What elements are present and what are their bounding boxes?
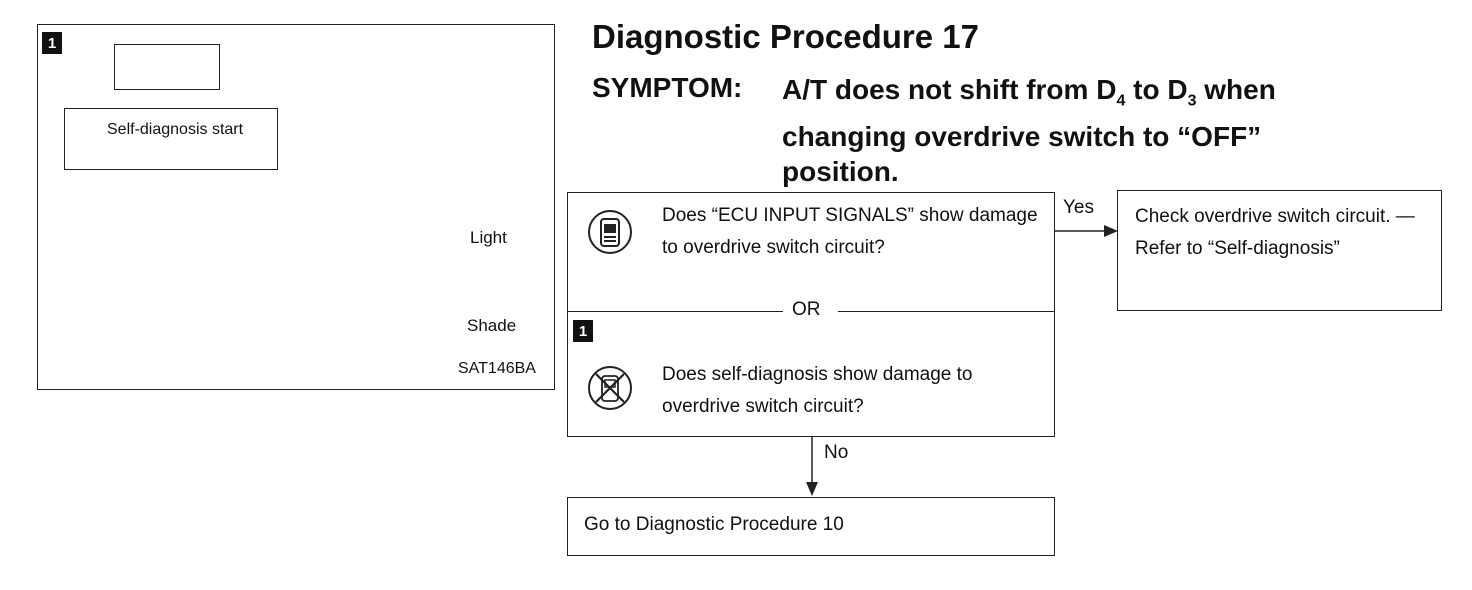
symptom-line1-pre: A/T does not shift from D — [782, 74, 1117, 105]
question-2-text: Does self-diagnosis show damage to overd… — [662, 364, 973, 417]
light-label: Light — [470, 228, 507, 247]
symptom-mid: to D — [1125, 74, 1188, 105]
or-divider-left — [567, 311, 783, 312]
no-result-text: Go to Diagnostic Procedure 10 — [584, 514, 844, 535]
figure-badge: 1 — [42, 32, 62, 54]
yes-result-text: Check overdrive switch circuit. — Refer … — [1135, 206, 1415, 259]
yes-result-box: Check overdrive switch circuit. — Refer … — [1117, 190, 1442, 311]
shade-label: Shade — [467, 316, 517, 335]
no-label: No — [824, 442, 849, 463]
no-tools-icon — [586, 364, 634, 412]
figure-code: SAT146BA — [458, 360, 536, 377]
yes-label: Yes — [1063, 197, 1094, 218]
symptom-sub2: 3 — [1187, 92, 1197, 110]
symptom-sub1: 4 — [1116, 92, 1126, 110]
consult-tester-icon — [586, 208, 634, 256]
page-title: Diagnostic Procedure 17 — [592, 18, 979, 55]
indicator-lamp-box — [114, 44, 220, 90]
symptom-line3: position. — [782, 155, 899, 187]
question-1-text: Does “ECU INPUT SIGNALS” show damage to … — [662, 205, 1038, 258]
start-label: Self-diagnosis start — [107, 121, 244, 138]
symptom-label: SYMPTOM: — [592, 72, 743, 103]
flow-badge: 1 — [573, 320, 593, 342]
or-label: OR — [792, 299, 821, 320]
question-box — [567, 192, 1055, 437]
no-result-box: Go to Diagnostic Procedure 10 — [567, 497, 1055, 556]
symptom-text: A/T does not shift from D4 to D3 when ch… — [782, 72, 1276, 189]
symptom-line2: changing overdrive switch to “OFF” — [782, 120, 1262, 152]
start-box: Self-diagnosis start — [64, 108, 278, 170]
or-divider-right — [838, 311, 1055, 312]
symptom-post: when — [1196, 74, 1276, 105]
